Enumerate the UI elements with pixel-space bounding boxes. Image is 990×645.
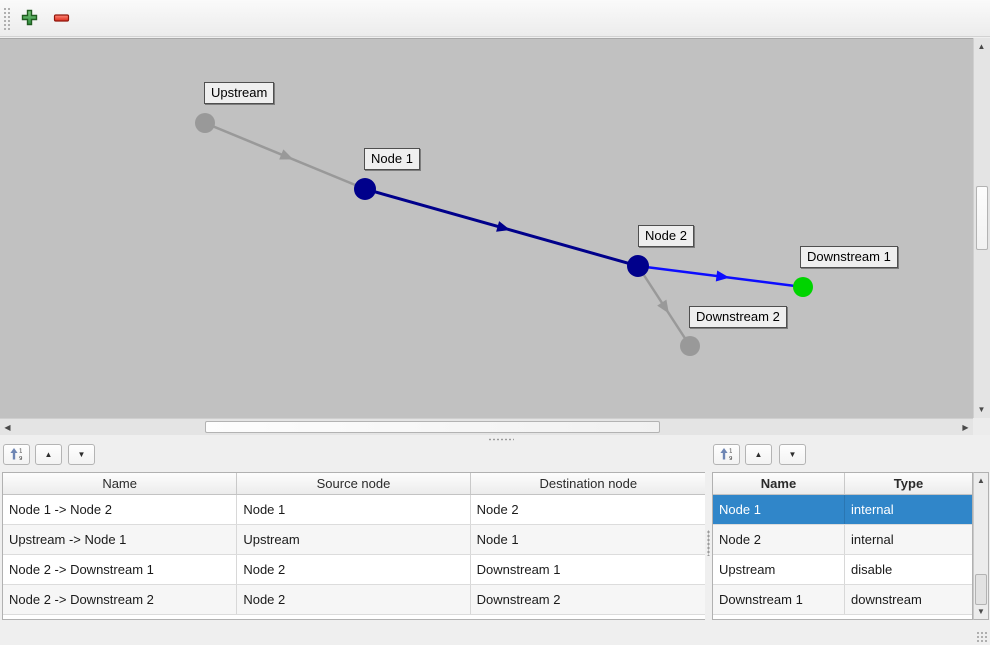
svg-text:1: 1	[19, 448, 23, 454]
edge-column-header[interactable]: Destination node	[539, 476, 638, 491]
node-cell: Upstream	[713, 555, 845, 584]
down-arrow-icon: ▼	[788, 450, 797, 459]
remove-button[interactable]	[49, 7, 73, 31]
scroll-down-icon[interactable]: ▼	[977, 607, 985, 616]
vertical-splitter[interactable]	[705, 472, 712, 620]
edge-arrow-icon	[657, 299, 669, 314]
nodes-table-scrollbar[interactable]: ▲ ▼	[973, 472, 989, 620]
nodes-table-scrollbar-thumb[interactable]	[975, 574, 987, 605]
edge-cell: Node 2	[237, 585, 471, 614]
node-label[interactable]: Node 1	[364, 148, 420, 170]
edge-cell: Node 2	[237, 555, 471, 584]
up-arrow-icon: ▲	[754, 450, 763, 459]
node-cell: Downstream 1	[713, 585, 845, 614]
edges-move-down-button[interactable]: ▼	[68, 444, 95, 465]
edge-cell: Downstream 2	[476, 592, 561, 607]
minus-icon	[52, 8, 71, 30]
edge-cell: Node 2 -> Downstream 1	[3, 555, 238, 584]
node-table-row[interactable]: Node 2 internal	[713, 525, 972, 555]
edge-cell: Node 2	[476, 502, 519, 517]
node-cell: downstream	[850, 592, 922, 607]
node-cell: Node 2	[713, 525, 845, 554]
vertical-scrollbar-thumb[interactable]	[976, 186, 988, 250]
main-toolbar	[0, 0, 990, 37]
node-cell: Node 1	[713, 495, 845, 524]
edge-arrow-icon	[715, 270, 730, 282]
sort-ascending-icon: 1 9	[9, 447, 24, 463]
scroll-left-icon[interactable]: ◀	[4, 423, 11, 432]
graph-node[interactable]	[680, 336, 700, 356]
edges-sort-button[interactable]: 1 9	[3, 444, 30, 465]
edge-cell: Upstream -> Node 1	[3, 525, 238, 554]
up-arrow-icon: ▲	[44, 450, 53, 459]
graph-node[interactable]	[793, 277, 813, 297]
scroll-up-icon[interactable]: ▲	[977, 476, 985, 485]
canvas-vertical-scrollbar[interactable]: ▲ ▼	[973, 38, 990, 418]
horizontal-splitter[interactable]	[0, 435, 990, 444]
node-table-row[interactable]: Node 1 internal	[713, 495, 972, 525]
toolbar-drag-handle[interactable]	[3, 7, 11, 30]
edge-cell: Upstream	[237, 525, 471, 554]
svg-text:9: 9	[729, 456, 733, 461]
edge-arrow-icon	[279, 149, 294, 160]
node-label[interactable]: Downstream 2	[689, 306, 787, 328]
node-label[interactable]: Node 2	[638, 225, 694, 247]
edges-move-up-button[interactable]: ▲	[35, 444, 62, 465]
node-label[interactable]: Upstream	[204, 82, 275, 104]
canvas-horizontal-scrollbar[interactable]: ◀ ▶	[0, 418, 973, 435]
node-column-header[interactable]: Type	[893, 476, 924, 491]
node-table-row[interactable]: Upstream disable	[713, 555, 972, 585]
splitter-handle-icon	[707, 530, 710, 556]
node-cell: internal	[850, 502, 894, 517]
graph-node[interactable]	[627, 255, 649, 277]
down-arrow-icon: ▼	[77, 450, 86, 459]
node-cell: disable	[850, 562, 893, 577]
nodes-move-down-button[interactable]: ▼	[779, 444, 806, 465]
nodes-move-up-button[interactable]: ▲	[745, 444, 772, 465]
node-cell: internal	[850, 532, 894, 547]
svg-text:1: 1	[729, 448, 733, 454]
add-button[interactable]	[17, 7, 41, 31]
plus-icon	[20, 8, 39, 30]
graph-node[interactable]	[354, 178, 376, 200]
svg-text:9: 9	[19, 456, 23, 461]
horizontal-scrollbar-thumb[interactable]	[205, 421, 660, 433]
scrollbar-corner	[973, 418, 990, 435]
graph-svg	[195, 113, 813, 356]
edge-cell: Node 1	[476, 532, 519, 547]
edge-cell: Node 1	[237, 495, 471, 524]
nodes-sort-button[interactable]: 1 9	[713, 444, 740, 465]
node-header-row: Name Type	[713, 473, 972, 495]
scroll-right-icon[interactable]: ▶	[962, 423, 969, 432]
scroll-up-icon[interactable]: ▲	[977, 42, 986, 51]
scroll-down-icon[interactable]: ▼	[977, 405, 986, 414]
sort-ascending-icon: 1 9	[719, 447, 734, 463]
edge-cell: Node 1 -> Node 2	[3, 495, 238, 524]
edge-column-header[interactable]: Source node	[237, 473, 471, 494]
splitter-handle-icon	[488, 438, 514, 441]
window-resize-grip[interactable]	[976, 631, 988, 643]
edge-column-header[interactable]: Name	[3, 473, 238, 494]
node-label[interactable]: Downstream 1	[800, 246, 898, 268]
graph-node[interactable]	[195, 113, 215, 133]
node-table-row[interactable]: Downstream 1 downstream	[713, 585, 972, 615]
edge-arrow-icon	[496, 221, 511, 232]
node-column-header[interactable]: Name	[713, 473, 845, 494]
edge-cell: Node 2 -> Downstream 2	[3, 585, 238, 614]
edge-cell: Downstream 1	[476, 562, 561, 577]
